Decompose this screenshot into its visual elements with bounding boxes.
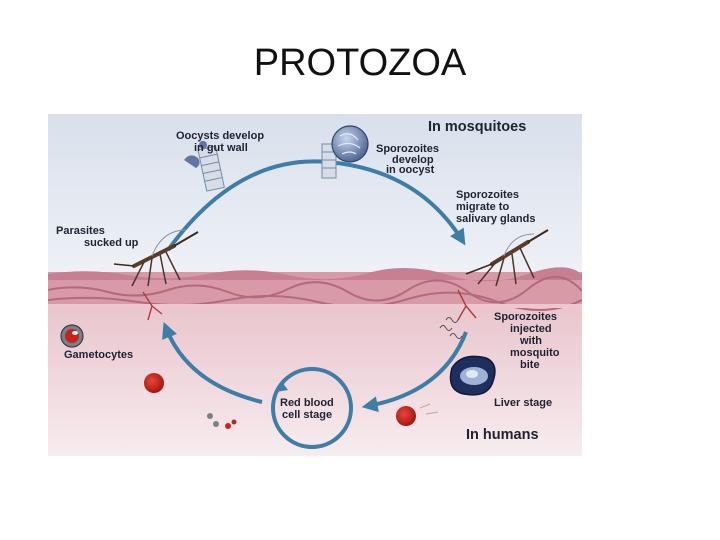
red-blood-cell bbox=[144, 373, 164, 393]
malaria-lifecycle-diagram: In mosquitoes In humans Oocysts develop … bbox=[48, 114, 582, 456]
mosquito-left-icon bbox=[113, 229, 199, 287]
label-sporozoites-injected: Sporozoites injected with mosquito bite bbox=[494, 311, 563, 371]
label-liver-stage: Liver stage bbox=[494, 397, 552, 409]
region-label-mosquitoes: In mosquitoes bbox=[428, 119, 526, 135]
mosquito-region-background bbox=[48, 114, 582, 274]
merozoite-fragments bbox=[207, 413, 237, 429]
mosquito-right-icon bbox=[465, 229, 549, 287]
liver-cell-icon bbox=[449, 355, 496, 396]
label-sporozoites-develop: Sporozoites develop in oocyst bbox=[376, 143, 442, 176]
label-sporozoites-migrate: Sporozoites migrate to salivary glands bbox=[456, 189, 536, 225]
injected-sporozoites bbox=[439, 317, 463, 339]
gametocyte-arrow bbox=[162, 322, 263, 404]
capillaries bbox=[142, 289, 477, 321]
gut-wall-illustration bbox=[184, 140, 337, 192]
label-rbc-stage: Red blood cell stage bbox=[280, 397, 337, 421]
red-blood-cell bbox=[396, 406, 416, 426]
label-gametocytes: Gametocytes bbox=[64, 349, 133, 361]
oocyst-icon bbox=[331, 125, 369, 163]
rbc-stage-loop bbox=[271, 367, 353, 449]
label-parasites-sucked-up: Parasites sucked up bbox=[56, 225, 139, 249]
label-oocysts-develop: Oocysts develop in gut wall bbox=[176, 130, 267, 154]
region-label-humans: In humans bbox=[466, 427, 539, 443]
injection-arrow bbox=[361, 331, 468, 413]
gametocyte-cell-icon bbox=[60, 324, 84, 348]
slide-title: PROTOZOA bbox=[253, 42, 467, 84]
skin-layer bbox=[48, 267, 582, 311]
